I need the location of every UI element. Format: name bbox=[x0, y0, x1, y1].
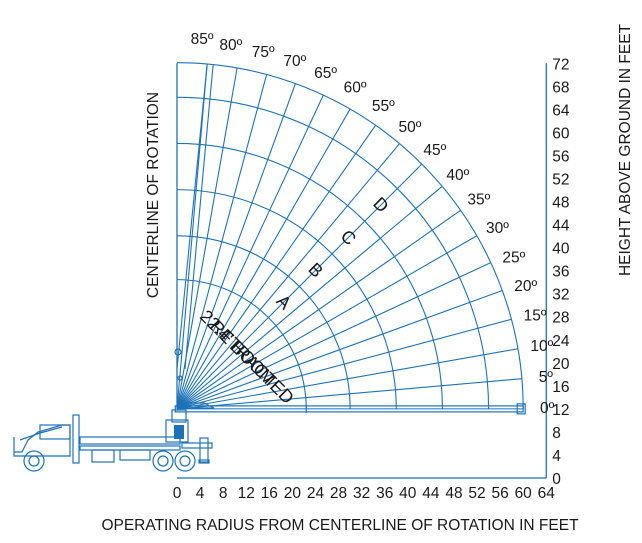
y-tick-label: 20 bbox=[552, 356, 570, 373]
boom-length-arc-0 bbox=[176, 279, 307, 409]
angle-label-25: 25º bbox=[502, 249, 525, 266]
x-tick-label: 52 bbox=[468, 485, 485, 502]
angle-label-60: 60º bbox=[344, 79, 367, 96]
angle-label-85: 85º bbox=[191, 31, 214, 48]
x-tick-label: 44 bbox=[422, 485, 440, 502]
x-axis-title: OPERATING RADIUS FROM CENTERLINE OF ROTA… bbox=[101, 517, 579, 534]
retracted-boom-label-line: RETRACTED bbox=[206, 316, 298, 408]
boom-length-arc-4 bbox=[176, 96, 490, 409]
y-tick-label: 40 bbox=[552, 241, 570, 258]
x-tick-label: 0 bbox=[173, 485, 182, 502]
boom-length-arc-1 bbox=[176, 235, 351, 409]
x-tick-label: 48 bbox=[445, 485, 462, 502]
angle-label-10: 10º bbox=[530, 338, 553, 355]
angle-label-80: 80º bbox=[219, 37, 242, 54]
x-tick-label: 64 bbox=[538, 485, 556, 502]
y-tick-label: 0 bbox=[552, 471, 561, 488]
boom-raised-line bbox=[176, 63, 208, 369]
truck-illustration bbox=[13, 348, 215, 472]
boom-body bbox=[174, 405, 524, 413]
y-tick-label: 24 bbox=[552, 333, 570, 350]
y-tick-label: 72 bbox=[552, 56, 569, 73]
angle-label-0: 0º bbox=[540, 400, 555, 417]
y-tick-label: 44 bbox=[552, 218, 570, 235]
y-tick-label: 48 bbox=[552, 195, 569, 212]
angle-label-55: 55º bbox=[372, 98, 395, 115]
angle-label-65: 65º bbox=[314, 65, 337, 82]
y-tick-label: 60 bbox=[552, 125, 570, 142]
angle-label-50: 50º bbox=[399, 119, 422, 136]
x-tick-label: 36 bbox=[376, 485, 393, 502]
angle-label-15: 15º bbox=[524, 308, 547, 325]
angle-label-5: 5º bbox=[539, 369, 554, 386]
y-axis-title: HEIGHT ABOVE GROUND IN FEET bbox=[617, 23, 634, 276]
x-tick-label: 40 bbox=[399, 485, 417, 502]
y-tick-label: 56 bbox=[552, 148, 569, 165]
angle-label-40: 40º bbox=[446, 167, 469, 184]
x-tick-label: 16 bbox=[261, 485, 278, 502]
boom-length-arc-5 bbox=[176, 62, 524, 409]
y-tick-label: 32 bbox=[552, 287, 569, 304]
angle-label-45: 45º bbox=[423, 142, 446, 159]
x-tick-label: 8 bbox=[219, 485, 228, 502]
angle-label-75: 75º bbox=[252, 44, 275, 61]
y-tick-label: 4 bbox=[552, 448, 561, 465]
y-tick-label: 8 bbox=[552, 425, 561, 442]
y-tick-label: 52 bbox=[552, 171, 569, 188]
x-tick-label: 32 bbox=[353, 485, 370, 502]
centerline-label: CENTERLINE OF ROTATION bbox=[145, 92, 162, 298]
x-tick-label: 28 bbox=[330, 485, 347, 502]
boom-length-arc-3 bbox=[176, 142, 443, 409]
x-tick-label: 56 bbox=[491, 485, 508, 502]
y-tick-label: 12 bbox=[552, 402, 569, 419]
boom-raised-line-2 bbox=[184, 63, 214, 369]
boom-tip bbox=[516, 403, 526, 415]
y-tick-label: 64 bbox=[552, 102, 570, 119]
boom-length-arc-2 bbox=[176, 189, 397, 409]
y-tick-label: 16 bbox=[552, 379, 569, 396]
x-tick-label: 4 bbox=[196, 485, 205, 502]
x-tick-label: 20 bbox=[284, 485, 302, 502]
angle-label-35: 35º bbox=[467, 192, 490, 209]
x-tick-label: 12 bbox=[238, 485, 255, 502]
angle-label-70: 70º bbox=[283, 53, 306, 70]
x-tick-label: 24 bbox=[307, 485, 325, 502]
y-tick-label: 28 bbox=[552, 310, 569, 327]
y-tick-label: 36 bbox=[552, 264, 569, 281]
angle-label-20: 20º bbox=[514, 278, 537, 295]
y-tick-label: 68 bbox=[552, 79, 569, 96]
angle-label-30: 30º bbox=[486, 220, 509, 237]
x-tick-label: 60 bbox=[515, 485, 533, 502]
